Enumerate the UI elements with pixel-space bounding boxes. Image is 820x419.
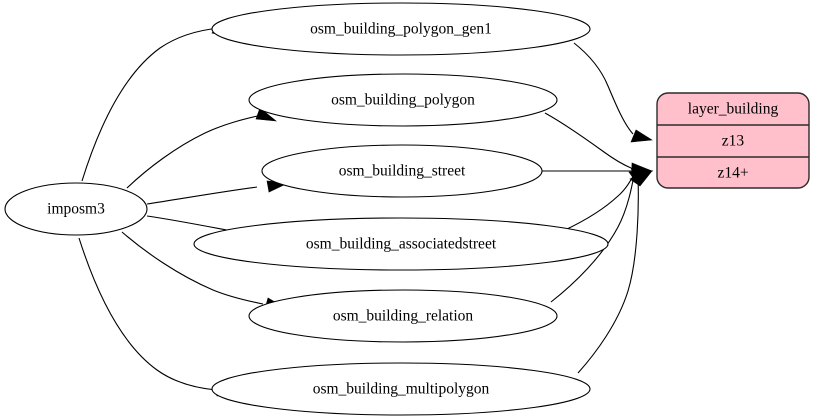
node-osm-building-associatedstreet-label: osm_building_associatedstreet bbox=[306, 236, 497, 253]
edge-imposm3-to-osm-building-street bbox=[146, 180, 290, 205]
node-imposm3-label: imposm3 bbox=[47, 201, 105, 218]
node-layer-building-shape[interactable] bbox=[656, 92, 810, 189]
record-row-zoom-z14plus: z14+ bbox=[717, 165, 748, 182]
node-osm-building-polygon-gen1-label: osm_building_polygon_gen1 bbox=[310, 21, 492, 38]
node-osm-building-multipolygon-shape[interactable] bbox=[211, 362, 591, 416]
node-osm-building-relation-shape[interactable] bbox=[248, 289, 558, 343]
node-osm-building-street-label: osm_building_street bbox=[339, 163, 466, 180]
node-osm-building-polygon[interactable]: osm_building_polygon bbox=[248, 73, 558, 127]
node-osm-building-polygon-gen1[interactable]: osm_building_polygon_gen1 bbox=[211, 2, 591, 56]
node-osm-building-polygon-shape[interactable] bbox=[248, 73, 558, 127]
node-osm-building-relation-label: osm_building_relation bbox=[333, 308, 474, 325]
node-osm-building-multipolygon-label: osm_building_multipolygon bbox=[313, 381, 490, 398]
node-osm-building-street[interactable]: osm_building_street bbox=[261, 144, 543, 198]
edge-osm-building-polygon-to-z14plus bbox=[544, 112, 654, 176]
node-imposm3-shape[interactable] bbox=[4, 182, 148, 236]
node-osm-building-street-shape[interactable] bbox=[261, 144, 543, 198]
edge-imposm3-to-osm-building-multipolygon bbox=[78, 237, 238, 397]
node-osm-building-multipolygon[interactable]: osm_building_multipolygon bbox=[211, 362, 591, 416]
node-osm-building-polygon-gen1-shape[interactable] bbox=[211, 2, 591, 56]
node-imposm3[interactable]: imposm3 bbox=[4, 182, 148, 236]
node-osm-building-relation[interactable]: osm_building_relation bbox=[248, 289, 558, 343]
edge-imposm3-to-osm-building-polygon-gen1 bbox=[81, 23, 233, 182]
node-osm-building-associatedstreet[interactable]: osm_building_associatedstreet bbox=[193, 217, 609, 271]
edge-group-tables-to-layer bbox=[541, 42, 654, 374]
edge-osm-building-multipolygon-to-z14plus bbox=[577, 170, 653, 374]
record-row-zoom-z13: z13 bbox=[722, 133, 745, 150]
record-row-layer-name: layer_building bbox=[688, 101, 779, 118]
edge-osm-building-polygon-gen1-to-z13 bbox=[573, 42, 653, 143]
node-layer-building[interactable]: layer_building z13 z14+ bbox=[656, 92, 810, 189]
node-osm-building-associatedstreet-shape[interactable] bbox=[193, 217, 609, 271]
edge-imposm3-to-osm-building-polygon bbox=[126, 107, 277, 189]
node-osm-building-polygon-label: osm_building_polygon bbox=[331, 92, 475, 109]
